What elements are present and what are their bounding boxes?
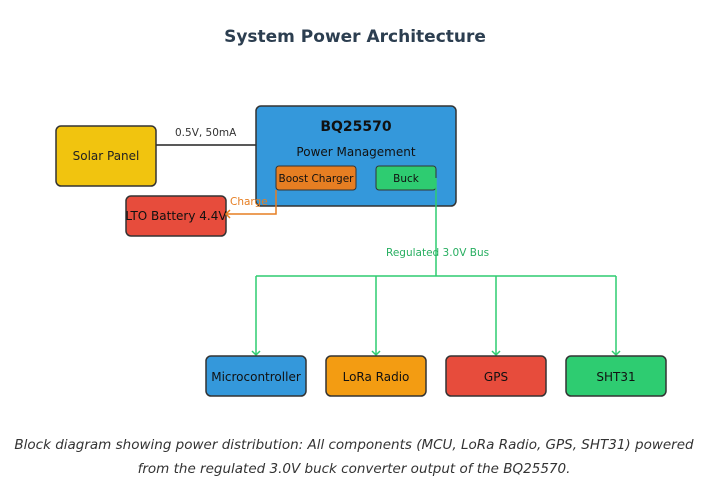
charge-line — [224, 190, 277, 219]
solar-panel-box — [55, 125, 157, 187]
bq25570-title: BQ25570 — [320, 119, 392, 135]
boost-charger-label: Boost Charger — [279, 173, 355, 185]
sht31-label: SHT31 — [596, 370, 635, 384]
power-architecture-diagram: System Power Architecture 0.5V, 50mA Sol… — [55, 27, 667, 397]
bus-label: Regulated 3.0V Bus — [386, 247, 489, 259]
microcontroller-label: Microcontroller — [211, 370, 301, 384]
charge-label: Charge — [230, 196, 268, 208]
lora-radio-label: LoRa Radio — [343, 370, 410, 384]
diagram-title: System Power Architecture — [224, 27, 486, 47]
buck-label: Buck — [393, 173, 420, 185]
lto-battery-label: LTO Battery 4.4V — [125, 209, 227, 223]
solar-panel-label: Solar Panel — [73, 149, 140, 163]
sht31-box — [565, 355, 667, 397]
gps-box — [445, 355, 547, 397]
gps-label: GPS — [484, 370, 508, 384]
microcontroller-box — [205, 355, 307, 397]
caption-line-2: from the regulated 3.0V buck converter o… — [137, 461, 571, 477]
caption-line-1: Block diagram showing power distribution… — [14, 437, 694, 453]
boost-charger-box — [275, 165, 357, 191]
lora-radio-box — [325, 355, 427, 397]
figure-caption: Block diagram showing power distribution… — [0, 433, 708, 481]
bq25570-subtitle: Power Management — [296, 145, 415, 159]
solar-input-label: 0.5V, 50mA — [175, 127, 237, 139]
